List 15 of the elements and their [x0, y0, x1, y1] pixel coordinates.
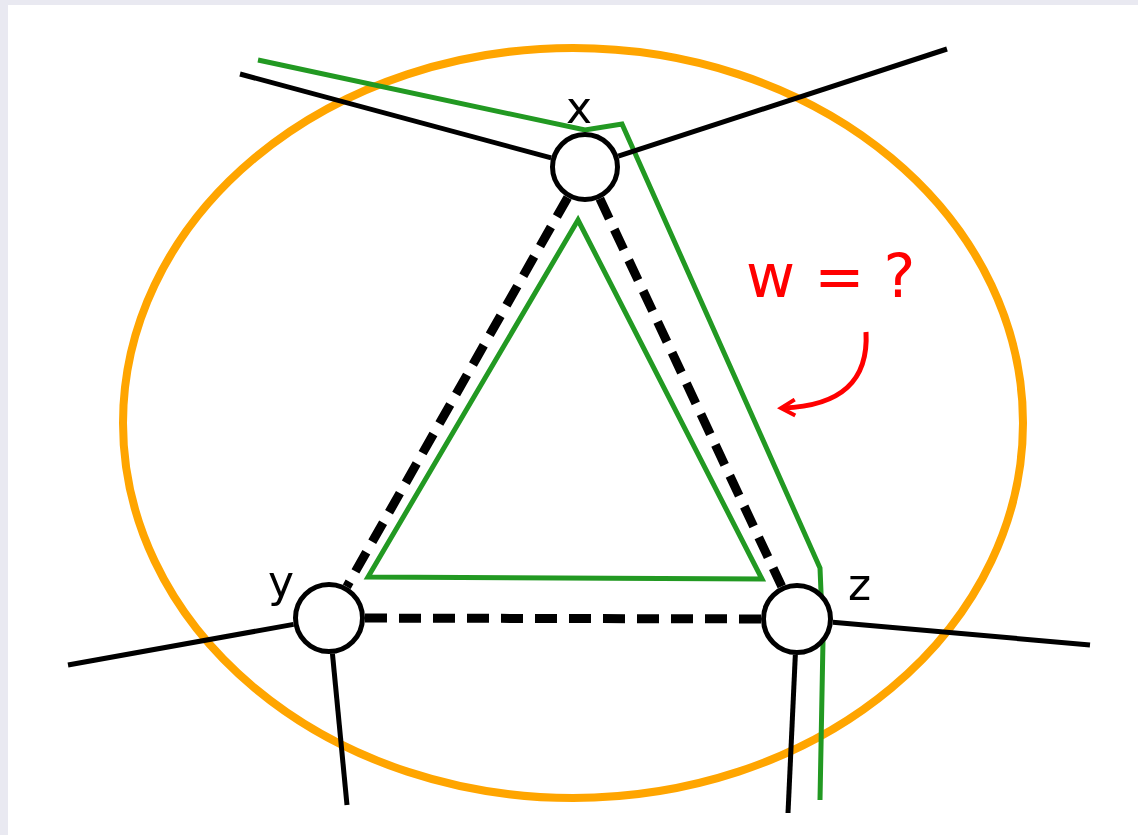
dashed-edge: [365, 613, 761, 624]
line: [239, 71, 552, 161]
line: [617, 46, 948, 159]
vertex-label: x: [566, 86, 593, 130]
arrow: [779, 332, 869, 418]
dashed-edge: [595, 196, 786, 589]
line: [329, 653, 350, 806]
vertex-circle: [550, 132, 620, 202]
vertex-label: z: [848, 563, 872, 607]
line: [832, 619, 1091, 648]
line: [785, 654, 798, 814]
line: [67, 621, 294, 668]
weight-label: w = ?: [746, 246, 916, 306]
dashed-edge: [342, 195, 572, 589]
vertex-label: y: [268, 560, 295, 604]
